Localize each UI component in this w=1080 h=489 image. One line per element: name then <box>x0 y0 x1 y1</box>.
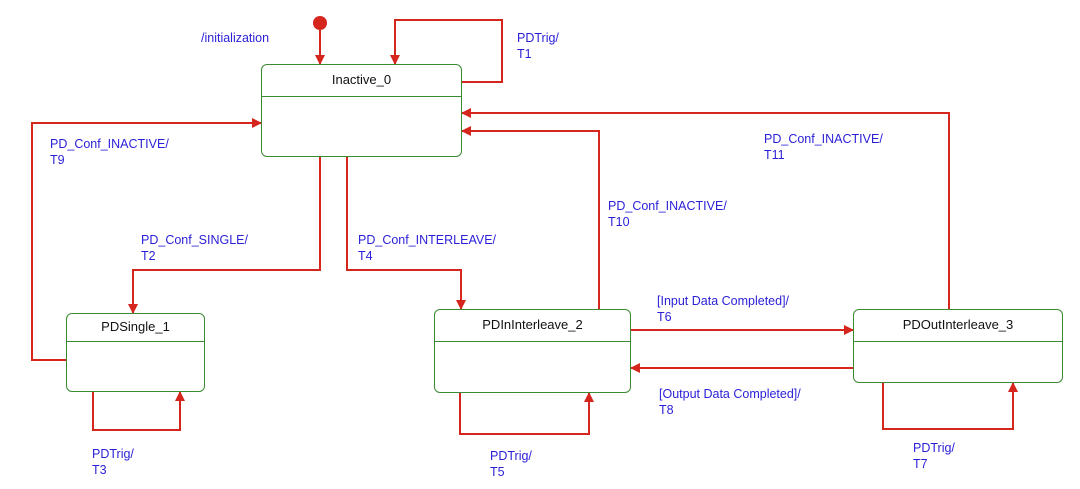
label-t4: PD_Conf_INTERLEAVE/T4 <box>358 233 497 263</box>
initial-label: /initialization <box>201 31 270 45</box>
edge-t4 <box>346 157 466 310</box>
label-t10: PD_Conf_INACTIVE/T10 <box>608 199 727 229</box>
edge-t5 <box>459 392 594 435</box>
label-t6: [Input Data Completed]/T6 <box>657 294 790 324</box>
state-single[interactable]: PDSingle_1 <box>66 313 205 392</box>
label-t11: PD_Conf_INACTIVE/T11 <box>764 132 883 162</box>
initial-pseudostate-icon <box>313 16 327 30</box>
edge-t9 <box>31 118 262 361</box>
label-t7: PDTrig/T7 <box>913 441 955 471</box>
state-ininterleave[interactable]: PDInInterleave_2 <box>434 309 631 393</box>
edge-t1 <box>390 19 503 83</box>
edge-t3 <box>92 391 185 431</box>
state-inactive[interactable]: Inactive_0 <box>261 64 462 157</box>
state-single-name: PDSingle_1 <box>67 314 204 342</box>
edge-t7 <box>882 382 1018 430</box>
state-outinterleave[interactable]: PDOutInterleave_3 <box>853 309 1063 383</box>
label-t1: PDTrig/T1 <box>517 31 559 61</box>
edge-t10 <box>461 126 600 309</box>
label-t2: PD_Conf_SINGLE/T2 <box>141 233 248 263</box>
state-outinterleave-name: PDOutInterleave_3 <box>854 310 1062 342</box>
edge-t11 <box>461 108 950 309</box>
label-t5: PDTrig/T5 <box>490 449 532 479</box>
label-t9: PD_Conf_INACTIVE/T9 <box>50 137 169 167</box>
label-t8: [Output Data Completed]/T8 <box>659 387 801 417</box>
edge-t2 <box>128 157 321 314</box>
state-ininterleave-name: PDInInterleave_2 <box>435 310 630 342</box>
state-inactive-name: Inactive_0 <box>262 65 461 97</box>
label-t3: PDTrig/T3 <box>92 447 134 477</box>
